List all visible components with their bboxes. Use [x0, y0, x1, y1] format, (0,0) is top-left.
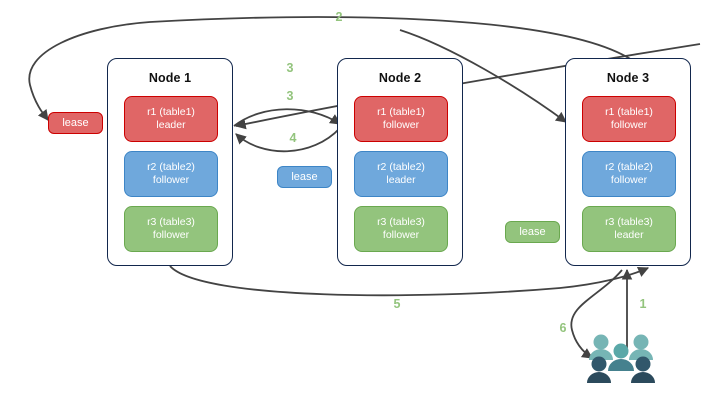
replica-name: r3 (table3) — [377, 216, 425, 228]
replica-n2-r3[interactable]: r3 (table3) follower — [354, 206, 448, 252]
step-label-4: 4 — [289, 131, 297, 145]
replica-name: r1 (table1) — [377, 106, 425, 118]
replica-role: follower — [610, 174, 648, 186]
replica-n3-r1[interactable]: r1 (table1) follower — [582, 96, 676, 142]
node-title-node-1: Node 1 — [148, 71, 192, 85]
replica-n1-r3[interactable]: r3 (table3) follower — [124, 206, 218, 252]
replica-role: follower — [382, 229, 420, 241]
node-box-node-2: Node 2 r1 (table1) follower r2 (table2) … — [337, 58, 463, 266]
replica-n3-r3[interactable]: r3 (table3) leader — [582, 206, 676, 252]
replica-name: r2 (table2) — [377, 161, 425, 173]
replica-name: r1 (table1) — [147, 106, 195, 118]
replica-n2-r1[interactable]: r1 (table1) follower — [354, 96, 448, 142]
replica-n1-r1[interactable]: r1 (table1) leader — [124, 96, 218, 142]
lease-badge-table2[interactable]: lease — [277, 166, 332, 188]
replica-name: r3 (table3) — [147, 216, 195, 228]
users-icon — [587, 334, 655, 383]
lease-badge-table3[interactable]: lease — [505, 221, 560, 243]
replica-role: follower — [610, 119, 648, 131]
edge-step-5 — [169, 265, 649, 297]
replica-role: leader — [614, 229, 644, 241]
node-title-node-3: Node 3 — [606, 71, 650, 85]
node-box-node-3: Node 3 r1 (table1) follower r2 (table2) … — [565, 58, 691, 266]
node-box-node-1: Node 1 r1 (table1) leader r2 (table2) fo… — [107, 58, 233, 266]
step-label-2: 2 — [335, 10, 343, 24]
replica-name: r1 (table1) — [605, 106, 653, 118]
step-label-6: 6 — [559, 321, 567, 335]
step-label-1: 1 — [639, 297, 647, 311]
step-label-3b: 3 — [286, 89, 294, 103]
replica-role: leader — [386, 174, 416, 186]
replica-n3-r2[interactable]: r2 (table2) follower — [582, 151, 676, 197]
replica-role: follower — [382, 119, 420, 131]
node-title-node-2: Node 2 — [378, 71, 422, 85]
replica-n2-r2[interactable]: r2 (table2) leader — [354, 151, 448, 197]
replica-role: leader — [156, 119, 186, 131]
lease-badge-table1[interactable]: lease — [48, 112, 103, 134]
replica-name: r2 (table2) — [147, 161, 195, 173]
replica-name: r3 (table3) — [605, 216, 653, 228]
replica-role: follower — [152, 174, 190, 186]
step-label-3a: 3 — [286, 61, 294, 75]
edge-step-3-lower — [233, 108, 341, 127]
replica-n1-r2[interactable]: r2 (table2) follower — [124, 151, 218, 197]
replica-role: follower — [152, 229, 190, 241]
replica-name: r2 (table2) — [605, 161, 653, 173]
step-label-5: 5 — [393, 297, 401, 311]
